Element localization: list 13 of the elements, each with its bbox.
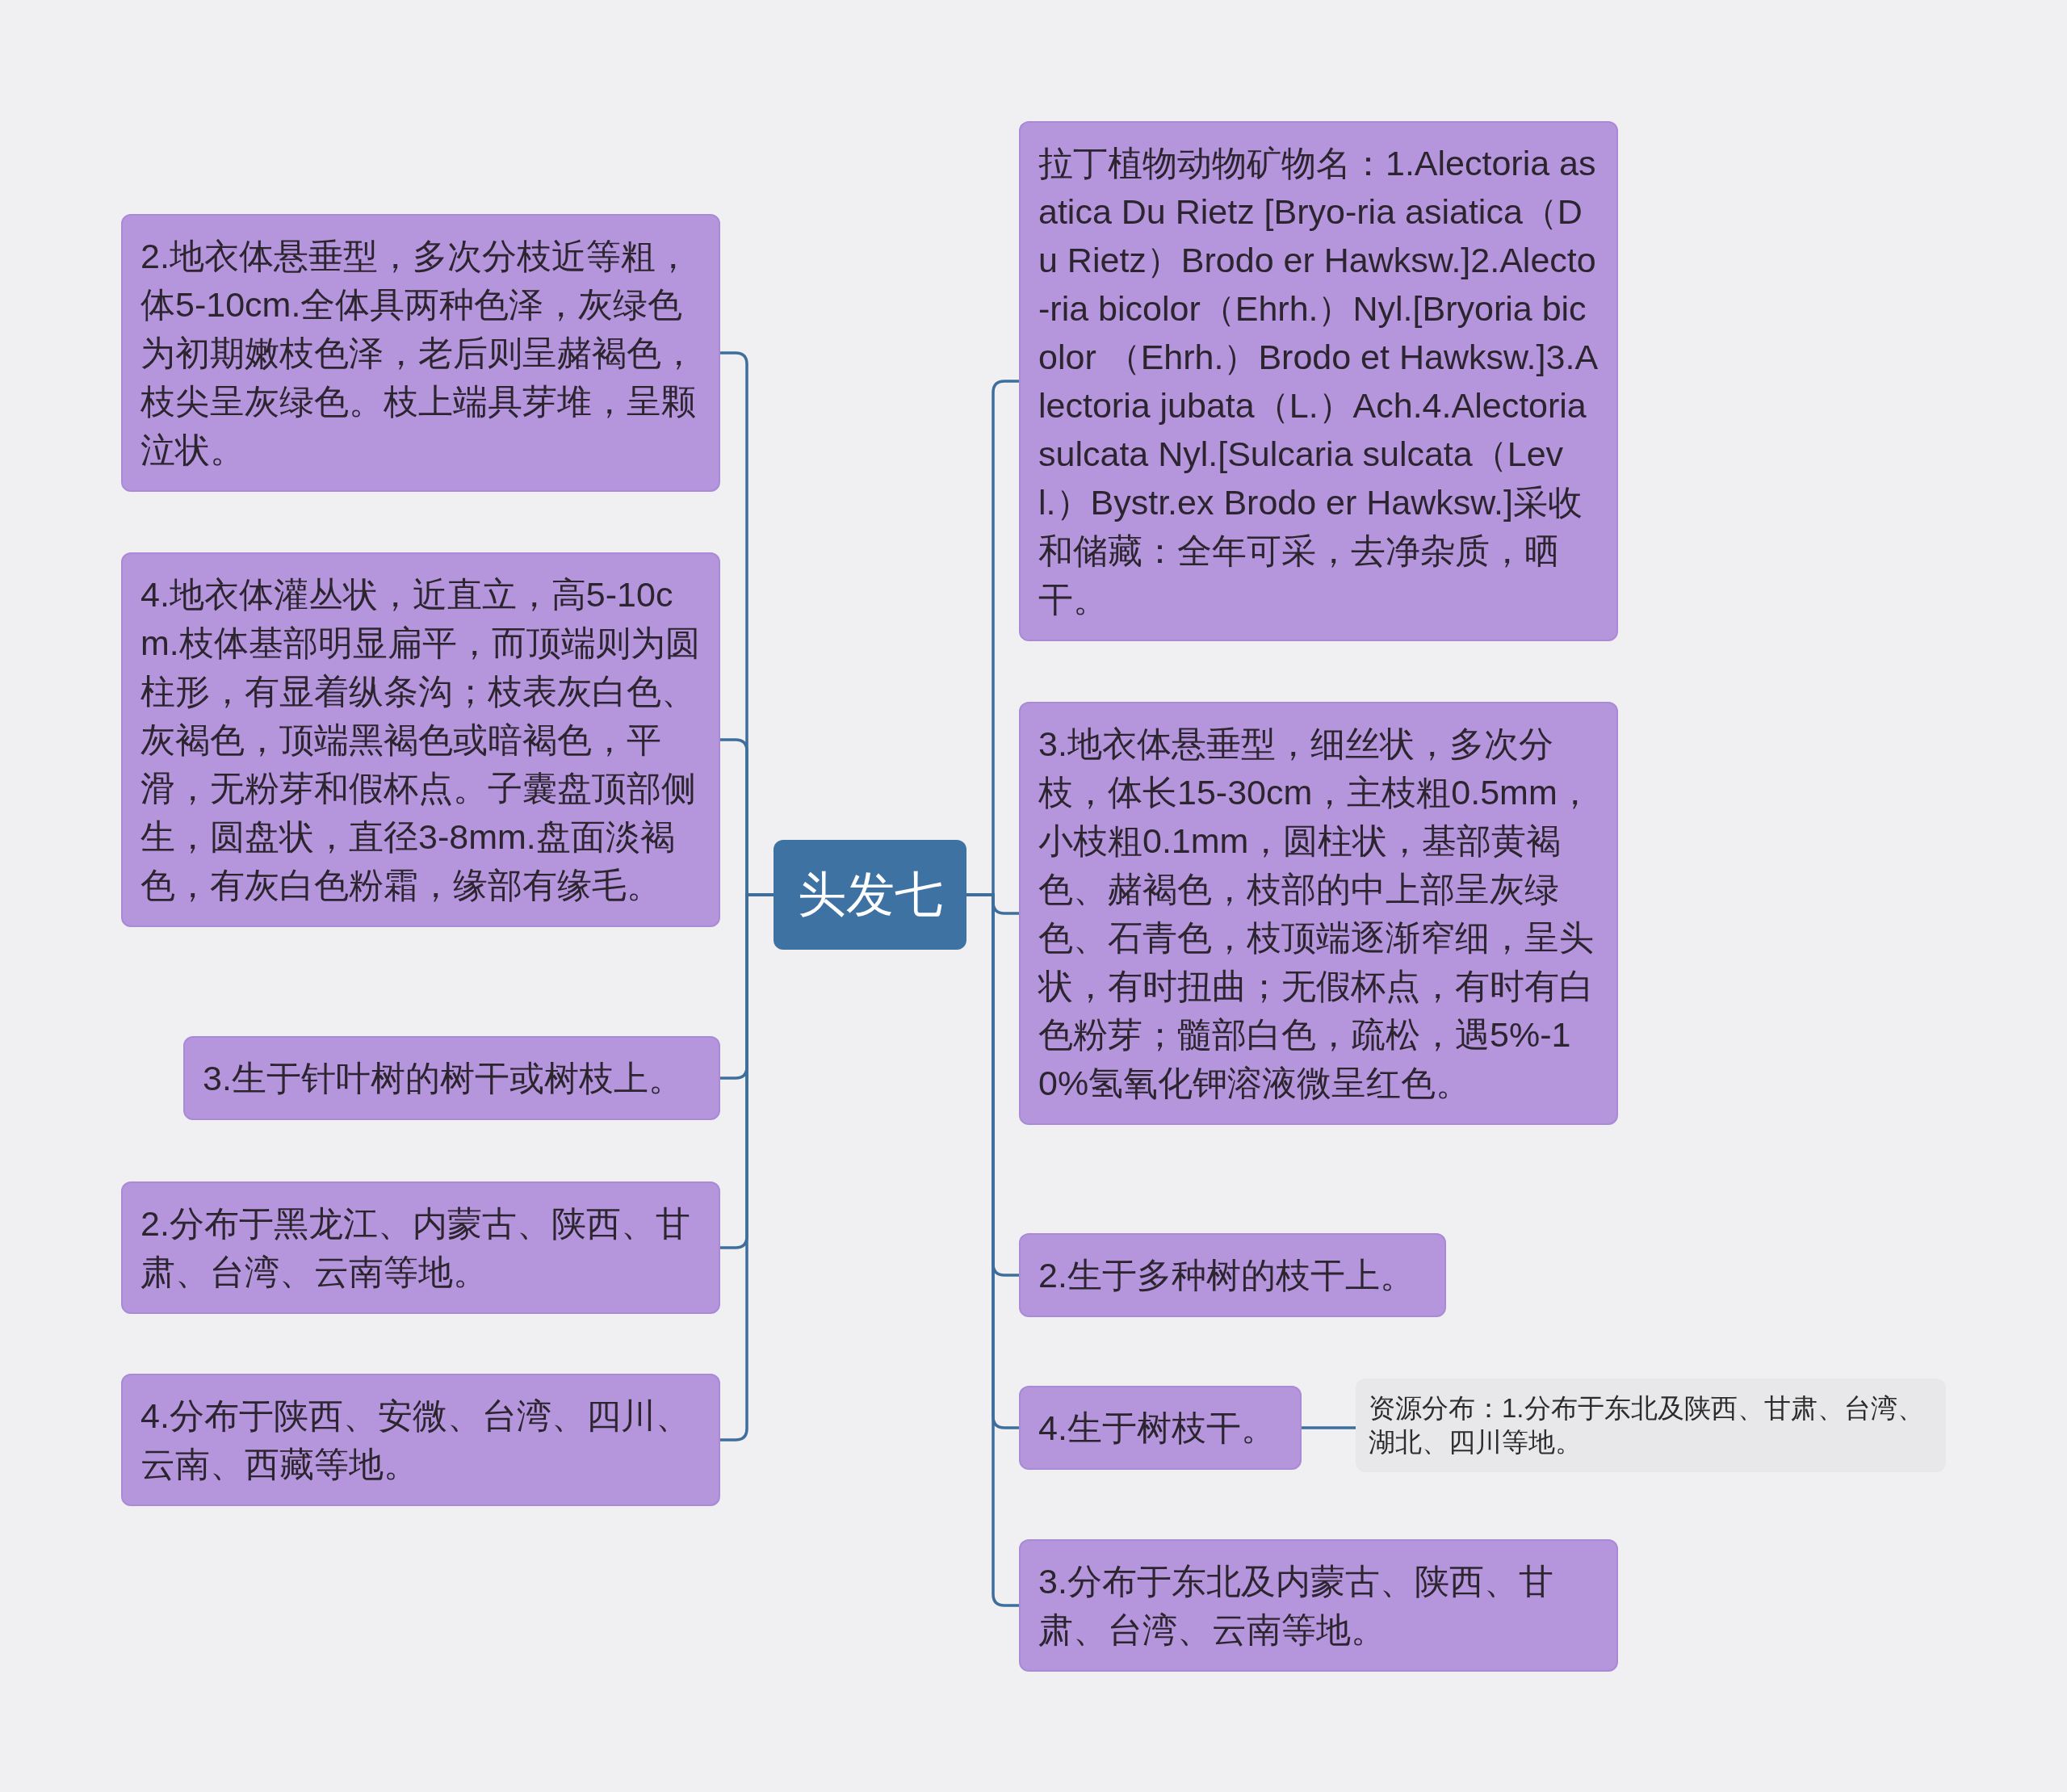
note-box: 资源分布：1.分布于东北及陕西、甘肃、台湾、湖北、四川等地。 — [1356, 1379, 1946, 1472]
topic-box: 4.分布于陕西、安微、台湾、四川、云南、西藏等地。 — [121, 1374, 720, 1506]
topic-box: 头发七 — [774, 840, 966, 950]
topic-box: 4.生于树枝干。 — [1019, 1386, 1302, 1470]
topic-box: 3.地衣体悬垂型，细丝状，多次分枝，体长15-30cm，主枝粗0.5mm，小枝粗0.1mm，圆柱状，基部黄褐色、赭褐色，枝部的中上部呈灰绿色、石青色，枝顶端逐渐窄细，呈头状，有时扭曲；无假杯点，有时有白色粉芽；髓部白色，疏松，遇5%-10%氢氧化钾溶液微呈红色。 — [1019, 702, 1618, 1125]
topic-box: 3.分布于东北及内蒙古、陕西、甘肃、台湾、云南等地。 — [1019, 1539, 1618, 1672]
topic-box: 4.地衣体灌丛状，近直立，高5-10cm.枝体基部明显扁平，而顶端则为圆柱形，有显着纵条沟；枝表灰白色、灰褐色，顶端黑褐色或暗褐色，平滑，无粉芽和假杯点。子囊盘顶部侧生，圆盘状，直径3-8mm.盘面淡褐色，有灰白色粉霜，缘部有缘毛。 — [121, 552, 720, 927]
connector-line — [1302, 1426, 1356, 1429]
topic-box: 2.生于多种树的枝干上。 — [1019, 1233, 1446, 1317]
topic-box: 2.分布于黑龙江、内蒙古、陕西、甘肃、台湾、云南等地。 — [121, 1181, 720, 1314]
topic-box: 3.生于针叶树的树干或树枝上。 — [183, 1036, 720, 1120]
topic-box: 2.地衣体悬垂型，多次分枝近等粗，体5-10cm.全体具两种色泽，灰绿色为初期嫩枝色泽，老后则呈赭褐色，枝尖呈灰绿色。枝上端具芽堆，呈颗泣状。 — [121, 214, 720, 492]
topic-box: 拉丁植物动物矿物名：1.Alectoria asatica Du Rietz [Bryo-ria asiatica（Du Rietz）Brodo er Hawksw.]2.Alecto-ria bicolor（Ehrh.）Nyl.[Bryoria bicolor （Ehrh.）Brodo et Hawksw.]3.Alectoria jubata（L.）Ach.4.Alectoria sulcata Nyl.[Sulcaria sulcata（Levl.）Bystr.ex Brodo er Hawksw.]采收和储藏：全年可采，去净杂质，晒干。 — [1019, 121, 1618, 641]
